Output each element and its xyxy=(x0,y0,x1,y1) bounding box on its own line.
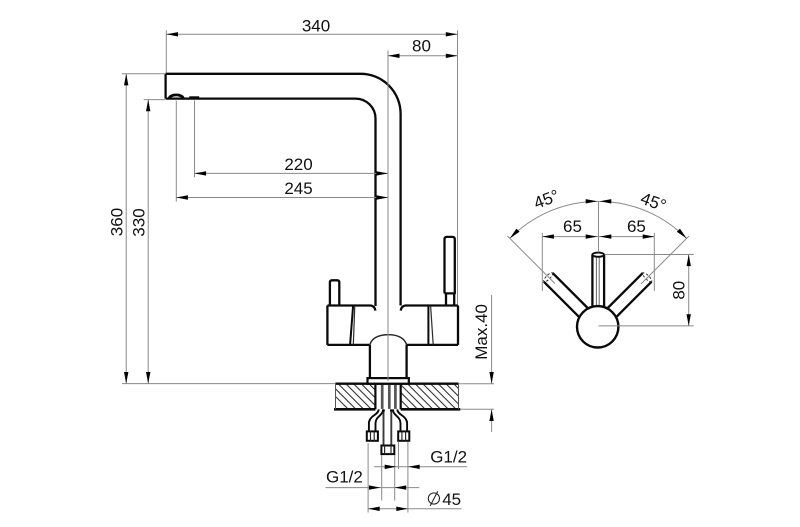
svg-text:80: 80 xyxy=(670,281,689,300)
svg-text:65: 65 xyxy=(563,217,582,236)
svg-text:45: 45 xyxy=(442,490,461,509)
svg-text:G1/2: G1/2 xyxy=(326,468,363,487)
svg-text:360: 360 xyxy=(108,208,127,236)
svg-text:80: 80 xyxy=(412,37,431,56)
svg-text:245: 245 xyxy=(284,179,312,198)
svg-text:220: 220 xyxy=(284,155,312,174)
svg-text:330: 330 xyxy=(130,208,149,236)
svg-text:340: 340 xyxy=(302,16,330,35)
svg-text:Max.40: Max.40 xyxy=(472,304,491,360)
svg-text:G1/2: G1/2 xyxy=(430,448,467,467)
svg-text:65: 65 xyxy=(627,217,646,236)
